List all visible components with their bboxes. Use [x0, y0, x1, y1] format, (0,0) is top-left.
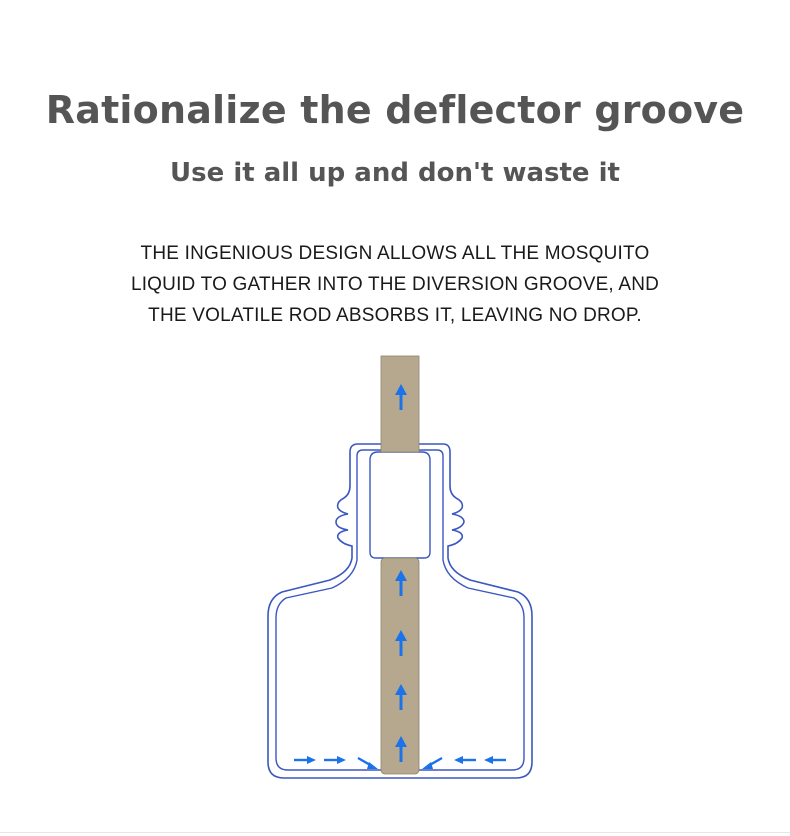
description-text: THE INGENIOUS DESIGN ALLOWS ALL THE MOSQ…	[70, 238, 720, 331]
bottle-inner-outline	[275, 449, 525, 771]
page-title: Rationalize the deflector groove	[45, 88, 745, 132]
up-arrow-icon	[395, 384, 407, 410]
right-arrow-icon	[357, 756, 378, 769]
up-arrow-icon	[395, 630, 407, 656]
bottle-outline	[267, 443, 533, 779]
bottle-diagram	[267, 355, 533, 779]
description-line-1: THE INGENIOUS DESIGN ALLOWS ALL THE MOSQ…	[140, 243, 650, 264]
description-line-3: THE VOLATILE ROD ABSORBS IT, LEAVING NO …	[148, 305, 642, 326]
up-arrow-icon	[395, 736, 407, 762]
volatile-rod-bottom	[380, 557, 420, 775]
left-arrow-icon	[422, 756, 443, 769]
right-arrow-icon	[294, 756, 316, 764]
up-arrow-icon	[395, 684, 407, 710]
bottom-divider	[0, 832, 790, 833]
right-arrow-icon	[324, 756, 346, 764]
left-arrow-icon	[454, 756, 476, 764]
left-arrow-icon	[484, 756, 506, 764]
description-line-2: LIQUID TO GATHER INTO THE DIVERSION GROO…	[130, 274, 660, 295]
rod-holder-sleeve	[369, 451, 431, 559]
page-subtitle: Use it all up and don't waste it	[170, 158, 620, 188]
up-arrow-icon	[395, 570, 407, 596]
